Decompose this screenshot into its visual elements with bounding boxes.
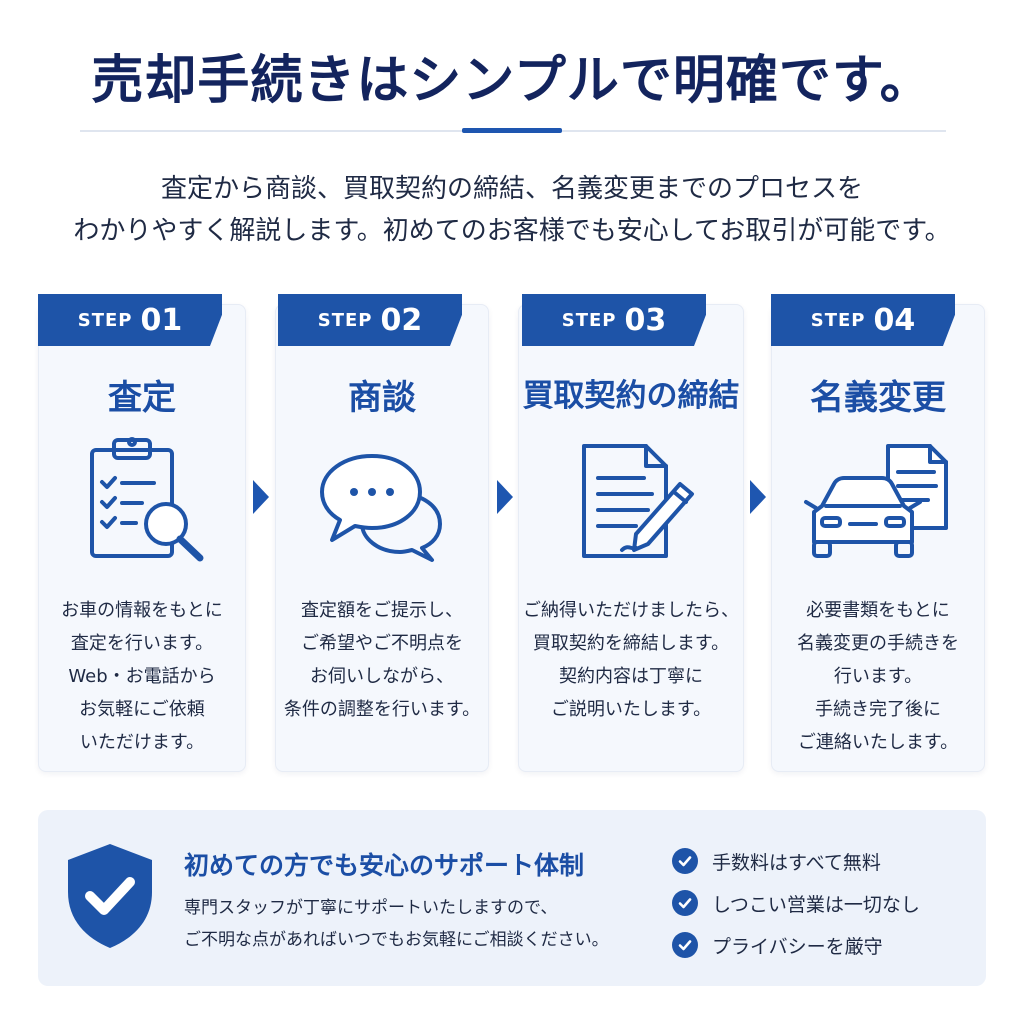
clipboard-magnifier-icon — [84, 432, 208, 566]
desc-line: 条件の調整を行います。 — [283, 699, 481, 720]
step-number: 02 — [380, 302, 423, 338]
step-number: 01 — [140, 302, 183, 338]
desc-line: 名義変更の手続きを — [797, 633, 959, 654]
intro-text: 査定から商談、買取契約の締結、名義変更までのプロセスを わかりやすく解説します。… — [0, 168, 1024, 252]
desc-line: お伺いしながら、 — [310, 666, 454, 687]
step-title-2: 商談 — [348, 378, 416, 418]
step-description-1: お車の情報をもとに 査定を行います。 Web・お電話から お気軽にご依頼 いただ… — [38, 594, 246, 759]
checklist-item: しつこい営業は一切なし — [672, 882, 920, 924]
desc-line: お車の情報をもとに — [61, 600, 223, 621]
check-circle-icon — [672, 890, 698, 916]
desc-line: ご説明いたします。 — [550, 699, 712, 720]
step-badge-3: STEP 03 — [522, 294, 706, 346]
intro-line-2: わかりやすく解説します。初めてのお客様でも安心してお取引が可能です。 — [73, 216, 951, 246]
step-card-3 — [518, 304, 744, 772]
support-body: 専門スタッフが丁寧にサポートいたしますので、 ご不明な点があればいつでもお気軽に… — [184, 892, 609, 956]
desc-line: ご納得いただけましたら、 — [523, 600, 739, 621]
desc-line: 必要書類をもとに — [806, 600, 950, 621]
support-title: 初めての方でも安心のサポート体制 — [184, 851, 585, 880]
desc-line: ご連絡いたします。 — [797, 732, 959, 753]
step-title-3: 買取契約の締結 — [522, 378, 740, 414]
checklist-item: 手数料はすべて無料 — [672, 840, 920, 882]
step-badge-1: STEP 01 — [38, 294, 222, 346]
step-card-2 — [275, 304, 489, 772]
shield-check-icon — [62, 840, 158, 956]
step-card-1 — [38, 304, 246, 772]
page-title: 売却手続きはシンプルで明確です。 — [91, 51, 933, 111]
step-arrow-3 — [750, 480, 766, 514]
desc-line: 査定を行います。 — [70, 633, 214, 654]
step-title-4: 名義変更 — [810, 378, 946, 418]
intro-line-1: 査定から商談、買取契約の締結、名義変更までのプロセスを — [160, 174, 863, 204]
document-pen-icon — [576, 432, 702, 566]
support-body-line-2: ご不明な点があればいつでもお気軽にご相談ください。 — [184, 930, 609, 950]
step-number: 04 — [873, 302, 916, 338]
support-panel — [38, 810, 986, 986]
step-label: STEP — [561, 309, 617, 331]
checklist-item: プライバシーを厳守 — [672, 924, 920, 966]
desc-line: ご希望やご不明点を — [301, 633, 463, 654]
step-description-3: ご納得いただけましたら、 買取契約を締結します。 契約内容は丁寧に ご説明いたし… — [518, 594, 744, 726]
step-label: STEP — [810, 309, 866, 331]
step-badge-2: STEP 02 — [278, 294, 462, 346]
desc-line: 査定額をご提示し、 — [301, 600, 463, 621]
desc-line: 買取契約を締結します。 — [532, 633, 730, 654]
checklist-text: プライバシーを厳守 — [712, 935, 883, 958]
chat-bubbles-icon — [318, 432, 446, 562]
desc-line: Web・お電話から — [68, 666, 216, 687]
check-circle-icon — [672, 932, 698, 958]
step-badge-4: STEP 04 — [771, 294, 955, 346]
step-label: STEP — [77, 309, 133, 331]
step-number: 03 — [624, 302, 667, 338]
support-body-line-1: 専門スタッフが丁寧にサポートいたしますので、 — [184, 898, 558, 918]
step-description-2: 査定額をご提示し、 ご希望やご不明点を お伺いしながら、 条件の調整を行います。 — [275, 594, 489, 726]
desc-line: いただけます。 — [79, 732, 205, 753]
support-checklist: 手数料はすべて無料 しつこい営業は一切なし プライバシーを厳守 — [672, 840, 920, 966]
desc-line: 行います。 — [833, 666, 923, 687]
step-title-1: 査定 — [108, 378, 176, 418]
step-description-4: 必要書類をもとに 名義変更の手続きを 行います。 手続き完了後に ご連絡いたしま… — [771, 594, 985, 759]
checklist-text: しつこい営業は一切なし — [712, 893, 920, 916]
step-arrow-1 — [253, 480, 269, 514]
step-label: STEP — [317, 309, 373, 331]
check-circle-icon — [672, 848, 698, 874]
title-divider-accent — [462, 128, 562, 133]
step-arrow-2 — [497, 480, 513, 514]
desc-line: お気軽にご依頼 — [79, 699, 205, 720]
car-document-icon — [800, 432, 950, 566]
desc-line: 契約内容は丁寧に — [559, 666, 703, 687]
checklist-text: 手数料はすべて無料 — [712, 851, 881, 874]
desc-line: 手続き完了後に — [815, 699, 941, 720]
